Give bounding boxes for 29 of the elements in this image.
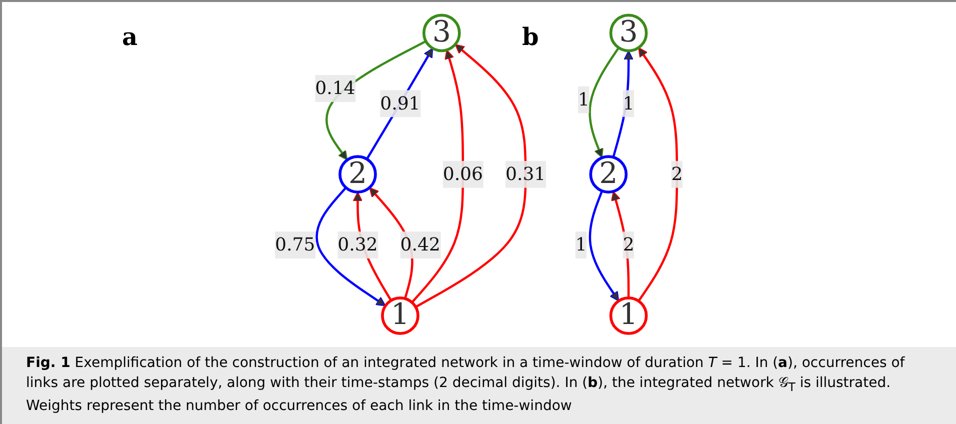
edge-label: 1	[576, 234, 587, 256]
arrow	[588, 47, 620, 158]
figure-caption: Fig. 1 Exemplification of the construction of an integrated network in a time-window of duration T = 1. In (a), occurrences of links are plotted separately, along with their time-stamps (2 decimal digits). In (b), the integrated network 𝒢$_{T}$ is illustrated. Weights represent the number of occurrences of each link in the time-window	[2, 346, 956, 424]
panel-letter: a	[122, 22, 138, 51]
edge-label: 0.06	[443, 163, 484, 184]
arrow	[589, 190, 620, 302]
edge-label: 0.42	[400, 234, 441, 256]
arrow	[366, 48, 434, 160]
edge-label: 1	[578, 88, 590, 110]
edge-label: 0.75	[275, 234, 316, 256]
node-circle: 2	[338, 155, 378, 194]
node-circle: 3	[422, 14, 461, 52]
arrow	[638, 47, 678, 302]
edge-label: 2	[622, 234, 634, 256]
arrow	[326, 40, 427, 160]
panel-letter: b	[522, 22, 539, 51]
edge-label: 0.14	[315, 77, 356, 99]
edge-label: 1	[622, 92, 634, 114]
edge-label: 2	[671, 163, 683, 184]
edge-label: 0.32	[338, 234, 378, 256]
node-circle: 1	[610, 296, 648, 335]
edge-label: 0.31	[506, 163, 546, 184]
node-circle: 1	[381, 296, 420, 335]
edge-label: 0.91	[380, 92, 420, 114]
arrow	[415, 44, 527, 308]
node-circle: 2	[589, 155, 628, 194]
arrow	[316, 186, 386, 306]
arrow	[411, 50, 464, 304]
node-circle: 3	[610, 14, 648, 52]
